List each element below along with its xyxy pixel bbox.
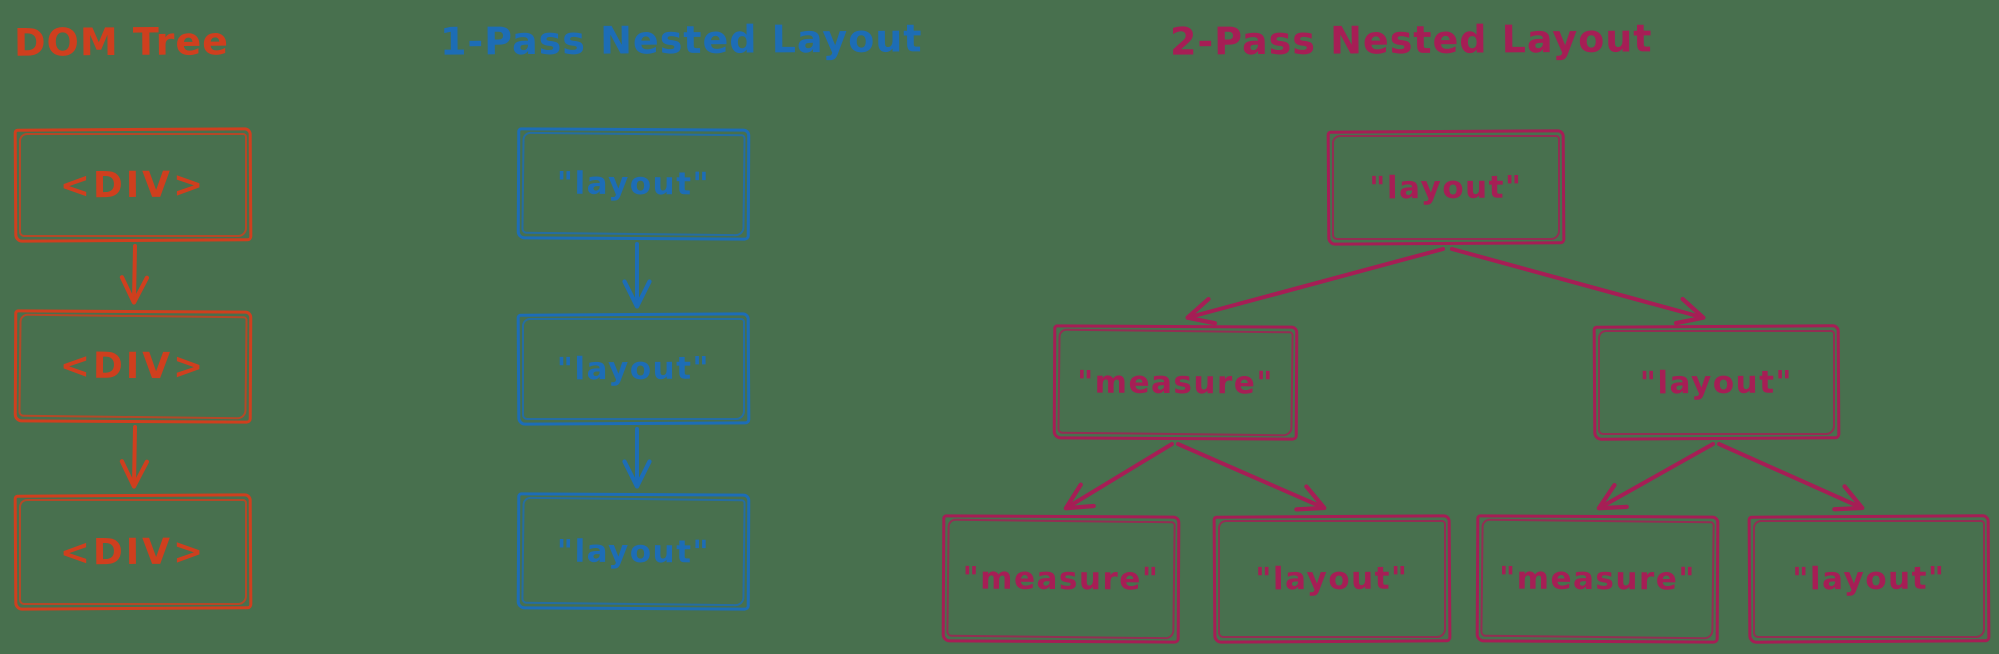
one-pass-title: 1-Pass Nested Layout: [439, 16, 923, 64]
arrow-two-pass-midleft-leaf2: [1176, 442, 1327, 512]
node-label: "layout": [1639, 364, 1794, 401]
dom-node-1: <DIV>: [13, 127, 253, 243]
node-label: "measure": [1498, 560, 1697, 598]
arrow-two-pass-midleft-leaf1: [1063, 442, 1174, 511]
node-label: <DIV>: [59, 345, 207, 388]
node-label: "measure": [962, 560, 1160, 598]
one-pass-node-3: "layout": [516, 492, 751, 611]
two-pass-leaf-1: "measure": [941, 514, 1181, 644]
arrow-two-pass-root-midright: [1450, 247, 1706, 326]
node-label: <DIV>: [59, 164, 207, 206]
two-pass-title: 2-Pass Nested Layout: [1169, 16, 1653, 64]
one-pass-node-1: "layout": [516, 127, 751, 241]
arrow-dom-2-3: [119, 425, 150, 489]
node-label: "layout": [556, 533, 711, 570]
dom-node-2: <DIV>: [13, 309, 253, 424]
node-label: "layout": [1255, 560, 1409, 598]
dom-tree-title: DOM Tree: [13, 19, 230, 65]
arrow-two-pass-root-midleft: [1185, 247, 1445, 326]
two-pass-mid-right: "layout": [1592, 324, 1841, 441]
node-label: "measure": [1076, 363, 1275, 402]
arrow-two-pass-midright-leaf4: [1717, 442, 1865, 512]
two-pass-mid-left: "measure": [1052, 324, 1299, 441]
node-label: <DIV>: [59, 531, 207, 573]
two-pass-leaf-2: "layout": [1212, 514, 1452, 644]
node-label: "layout": [1369, 169, 1523, 206]
two-pass-root: "layout": [1326, 129, 1566, 246]
node-label: "layout": [556, 350, 711, 388]
node-label: "layout": [556, 165, 711, 203]
one-pass-node-2: "layout": [516, 312, 751, 426]
dom-node-3: <DIV>: [13, 493, 253, 611]
node-label: "layout": [1792, 560, 1946, 598]
arrow-two-pass-midright-leaf3: [1596, 442, 1715, 511]
two-pass-leaf-3: "measure": [1475, 514, 1720, 644]
arrow-dom-1-2: [119, 244, 150, 305]
two-pass-leaf-4: "layout": [1747, 514, 1991, 644]
